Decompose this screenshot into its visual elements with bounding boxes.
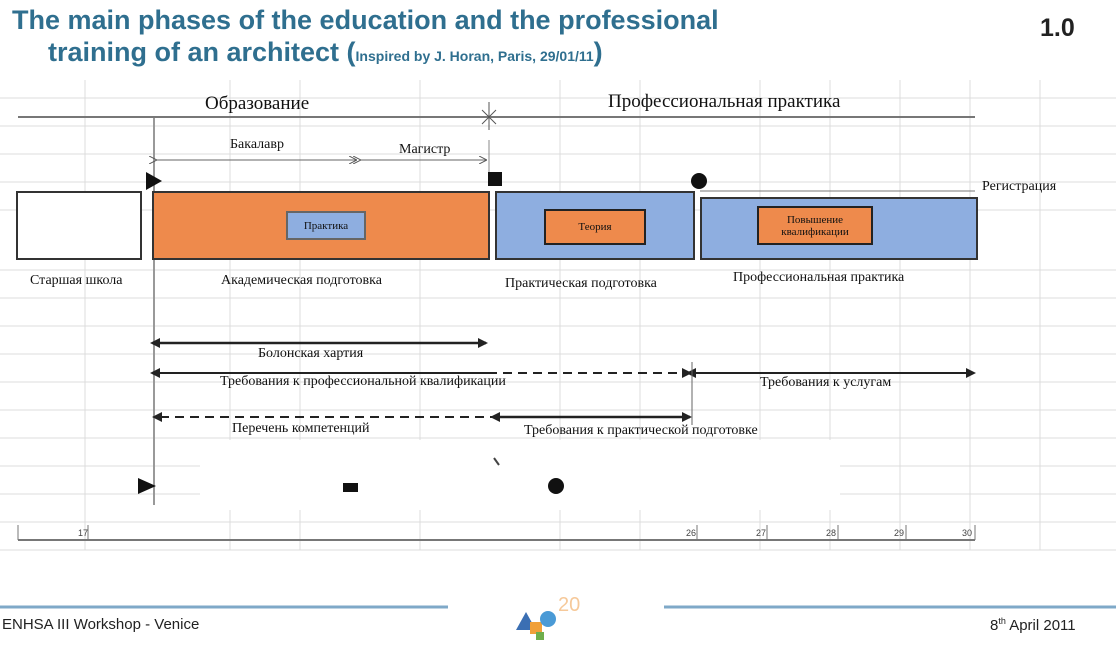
title-line-1: The main phases of the education and the… [12,5,719,35]
section-education: Образование [205,93,310,114]
footer-workshop: ENHSA III Workshop - Venice [2,616,200,633]
timeline-tick: 29 [894,528,905,538]
inner-box-theory: Теория [544,209,646,245]
degree-bachelor: Бакалавр [230,137,284,152]
phase-box-academic [152,191,490,260]
phase-label-practical: Практическая подготовка [505,276,657,291]
degree-master: Магистр [399,142,451,157]
timeline-tick: 17 [78,528,89,538]
footer-date-rest: April 2011 [1005,617,1076,634]
timeline-tick: 27 [756,528,767,538]
page-title: The main phases of the education and the… [12,4,719,72]
enhsa-logo: 20 [512,592,602,644]
arrow-label-competences: Перечень компетенций [232,421,370,436]
title-line-2-text: training of an architect ( [48,37,356,67]
lower-mask [200,440,840,510]
timeline-tick: 28 [826,528,837,538]
footer-date-day: 8 [990,617,999,634]
timeline-tick: 26 [686,528,697,538]
logo-number: 20 [558,594,581,616]
footer-date-sup: th [998,616,1006,626]
arrow-label-qualification: Требования к профессиональной квалификац… [220,374,506,389]
logo-shapes-icon [516,611,556,640]
title-credit: Inspired by J. Horan, Paris, 29/01/11 [355,48,594,64]
footer-date: 8th April 2011 [990,616,1076,634]
title-line-2: training of an architect (Inspired by J.… [12,36,719,72]
phase-box-highschool [16,191,142,260]
version-number: 1.0 [1040,14,1075,42]
section-practice: Профессиональная практика [608,91,841,112]
phase-label-professional: Профессиональная практика [733,270,905,285]
arrow-label-services: Требования к услугам [760,375,892,390]
title-close: ) [593,37,603,67]
inner-box-practice: Практика [286,211,366,240]
arrow-label-practical: Требования к практической подготовке [524,423,758,438]
phase-label-academic: Академическая подготовка [221,273,382,288]
arrow-label-bologna: Болонская хартия [258,346,364,361]
phase-label-highschool: Старшая школа [30,273,123,288]
inner-box-cpd: Повышение квалификации [757,206,873,245]
registration-label: Регистрация [982,179,1057,194]
timeline-tick: 30 [962,528,973,538]
